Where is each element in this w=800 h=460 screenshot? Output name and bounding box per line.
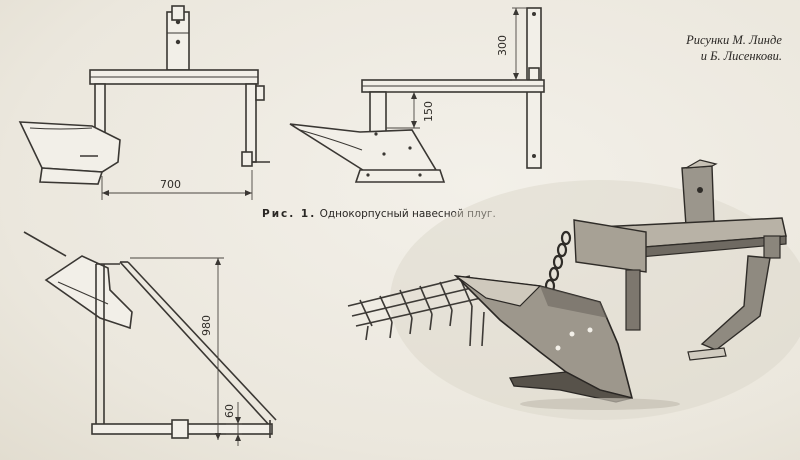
illustration-credit: Рисунки М. Линде и Б. Лисенкови. (686, 32, 782, 64)
dimension-60: 60 (223, 404, 236, 418)
dimension-700: 700 (160, 178, 181, 191)
front-view-drawing (18, 5, 270, 200)
figure-caption-text: Однокорпусный навесной плуг. (319, 208, 496, 220)
credit-line-2: и Б. Лисенкови. (700, 49, 782, 63)
figure-caption: Рис. 1. Однокорпусный навесной плуг. (262, 208, 496, 220)
side-view-drawing (289, 7, 545, 183)
plough-photo (347, 159, 800, 420)
figure-caption-number: Рис. 1. (262, 208, 317, 220)
dimension-150: 150 (422, 101, 435, 122)
dimension-980: 980 (200, 315, 213, 336)
top-view-drawing (23, 231, 277, 446)
credit-line-1: Рисунки М. Линде (686, 33, 782, 47)
dimension-300: 300 (496, 35, 509, 56)
